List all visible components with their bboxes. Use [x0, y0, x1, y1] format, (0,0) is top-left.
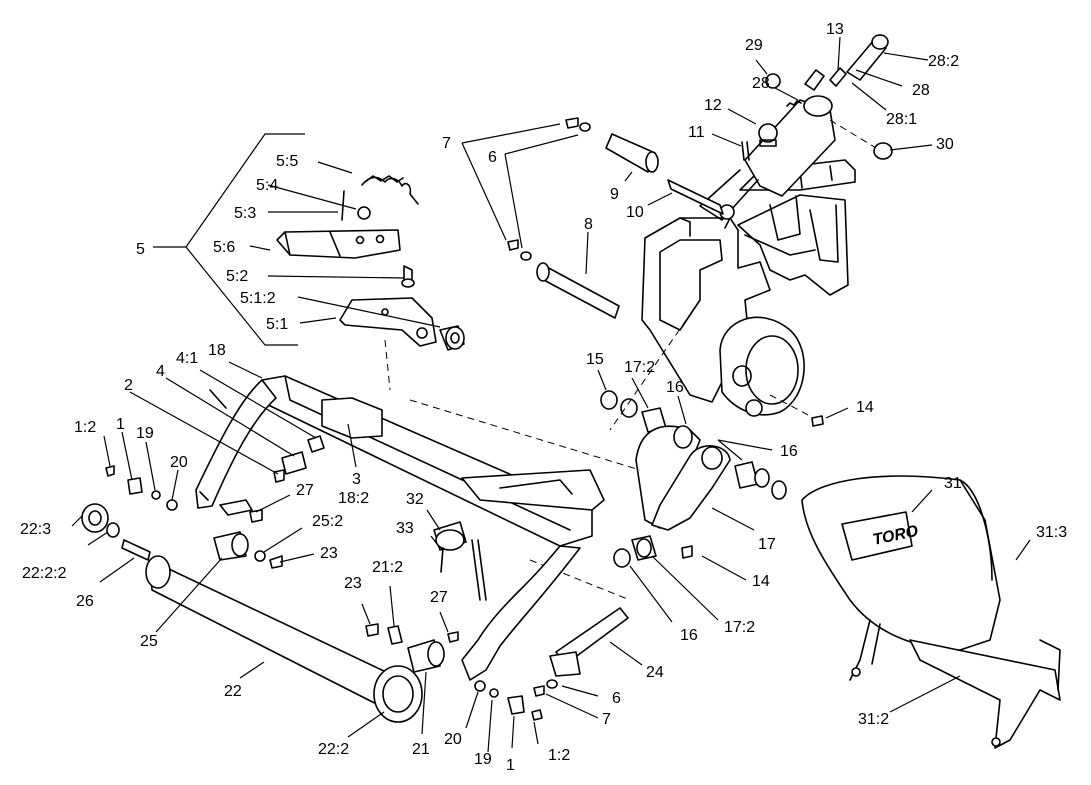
- callout-29: 29: [745, 37, 763, 54]
- callout-4: 4: [156, 363, 165, 380]
- callout-31: 31: [944, 475, 962, 492]
- callout-1-2-lower: 1:2: [548, 747, 570, 764]
- callout-17-2-upper: 17:2: [624, 359, 655, 376]
- bracket-subassembly-5: [153, 133, 465, 351]
- callout-5-2: 5:2: [226, 268, 248, 285]
- callout-31-2: 31:2: [858, 711, 889, 728]
- callout-5-1: 5:1: [266, 316, 288, 333]
- callout-4-1: 4:1: [176, 350, 198, 367]
- callout-7-lower: 7: [602, 711, 611, 728]
- callout-22-2: 22:2: [318, 741, 349, 758]
- callout-7-upper: 7: [442, 135, 451, 152]
- callout-32: 32: [406, 491, 424, 508]
- callout-5-4: 5:4: [256, 177, 278, 194]
- callout-14-upper: 14: [856, 399, 874, 416]
- callout-20-upper: 20: [170, 454, 188, 471]
- carrier-frame-18: [103, 361, 605, 681]
- callout-28-b: 28: [912, 82, 930, 99]
- callout-10: 10: [626, 204, 644, 221]
- callout-19-lower: 19: [474, 751, 492, 768]
- callout-27-upper: 27: [296, 482, 314, 499]
- callout-19-upper: 19: [136, 425, 154, 442]
- callout-28-a: 28: [752, 75, 770, 92]
- callout-21: 21: [412, 741, 430, 758]
- callout-18-2: 18:2: [338, 490, 369, 507]
- callout-2: 2: [124, 377, 133, 394]
- callout-5-1-2: 5:1:2: [240, 290, 276, 307]
- callout-27-lower: 27: [430, 589, 448, 606]
- callout-13: 13: [826, 21, 844, 38]
- callout-23-lower: 23: [344, 575, 362, 592]
- mounting-frame: [461, 34, 933, 427]
- callout-16-c: 16: [680, 627, 698, 644]
- callout-5-5: 5:5: [276, 153, 298, 170]
- callout-12: 12: [704, 97, 722, 114]
- callout-5-3: 5:3: [234, 205, 256, 222]
- callout-17: 17: [758, 536, 776, 553]
- shield-assembly-31: [801, 475, 1061, 749]
- callout-21-2: 21:2: [372, 559, 403, 576]
- callout-5: 5: [136, 241, 145, 258]
- lower-hardware: [361, 585, 643, 753]
- callout-28-1: 28:1: [886, 111, 917, 128]
- callout-25: 25: [140, 633, 158, 650]
- callout-16-a: 16: [666, 379, 684, 396]
- callout-25-2: 25:2: [312, 513, 343, 530]
- callout-30: 30: [936, 136, 954, 153]
- callout-14-lower: 14: [752, 573, 770, 590]
- callout-6-upper: 6: [488, 149, 497, 166]
- callout-28-2: 28:2: [928, 53, 959, 70]
- roller-22: [71, 503, 423, 738]
- callout-22-3: 22:3: [20, 521, 51, 538]
- callout-1-upper: 1: [116, 416, 125, 433]
- callout-24: 24: [646, 664, 664, 681]
- callout-23-upper: 23: [320, 545, 338, 562]
- callout-15: 15: [586, 351, 604, 368]
- callout-22-2-2: 22:2:2: [22, 565, 67, 582]
- callout-16-b: 16: [780, 443, 798, 460]
- swing-arm-assembly-17: [384, 299, 787, 623]
- callout-9: 9: [610, 186, 619, 203]
- callout-6-lower: 6: [612, 690, 621, 707]
- callout-11: 11: [688, 124, 705, 141]
- callout-3: 3: [352, 471, 361, 488]
- callout-8: 8: [584, 216, 593, 233]
- callout-5-6: 5:6: [213, 239, 235, 256]
- callout-31-3: 31:3: [1036, 524, 1067, 541]
- callout-18: 18: [208, 342, 226, 359]
- callout-labels: 5:5 5:4 5:3 5 5:6 5:2 5:1:2 5:1 7 6 9 10…: [20, 21, 1067, 774]
- callout-1-2-upper: 1:2: [74, 419, 96, 436]
- callout-26: 26: [76, 593, 94, 610]
- callout-20-lower: 20: [444, 731, 462, 748]
- callout-22: 22: [224, 683, 242, 700]
- callout-17-2-lower: 17:2: [724, 619, 755, 636]
- callout-1-lower: 1: [506, 757, 515, 774]
- callout-33: 33: [396, 520, 414, 537]
